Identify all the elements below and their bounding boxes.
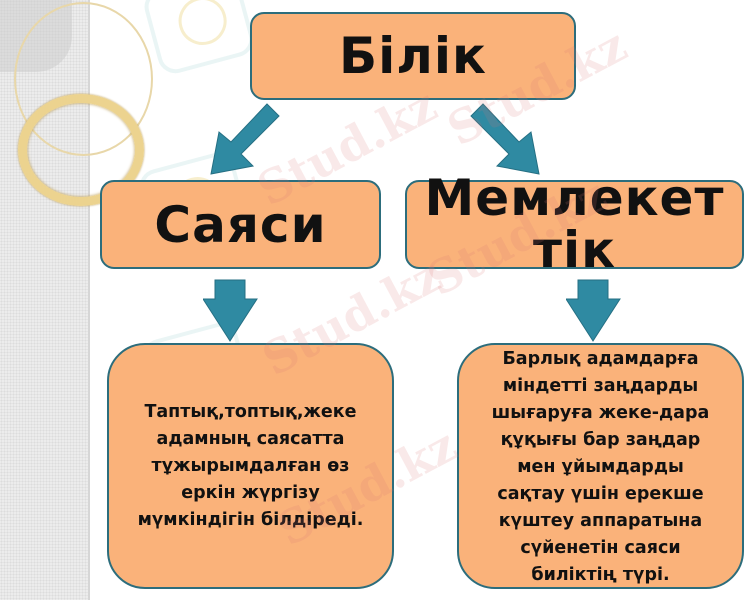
arrow-down-right-icon <box>470 103 540 175</box>
state-description-text: Барлық адамдарға міндетті заңдарды шығар… <box>491 348 710 585</box>
branch-node-label: Мемлекеттік <box>424 169 725 279</box>
root-node-label: Білік <box>339 27 487 85</box>
root-node-bilik: Білік <box>250 12 576 100</box>
thick-gold-ring-decoration <box>18 94 144 206</box>
branch-node-label: Саяси <box>154 195 327 254</box>
political-description-box: Таптық,топтық,жеке адамның саясатта тұжы… <box>107 343 394 589</box>
arrow-down-icon <box>203 279 258 342</box>
arrow-down-icon <box>566 279 621 342</box>
state-description-box: Барлық адамдарға міндетті заңдарды шығар… <box>457 343 744 589</box>
arrow-down-left-icon <box>210 103 280 175</box>
political-description-text: Таптық,топтық,жеке адамның саясатта тұжы… <box>137 401 364 530</box>
watermark-logo-icon <box>140 0 258 78</box>
branch-node-political: Саяси <box>100 180 381 269</box>
branch-node-state: Мемлекеттік <box>405 172 744 276</box>
